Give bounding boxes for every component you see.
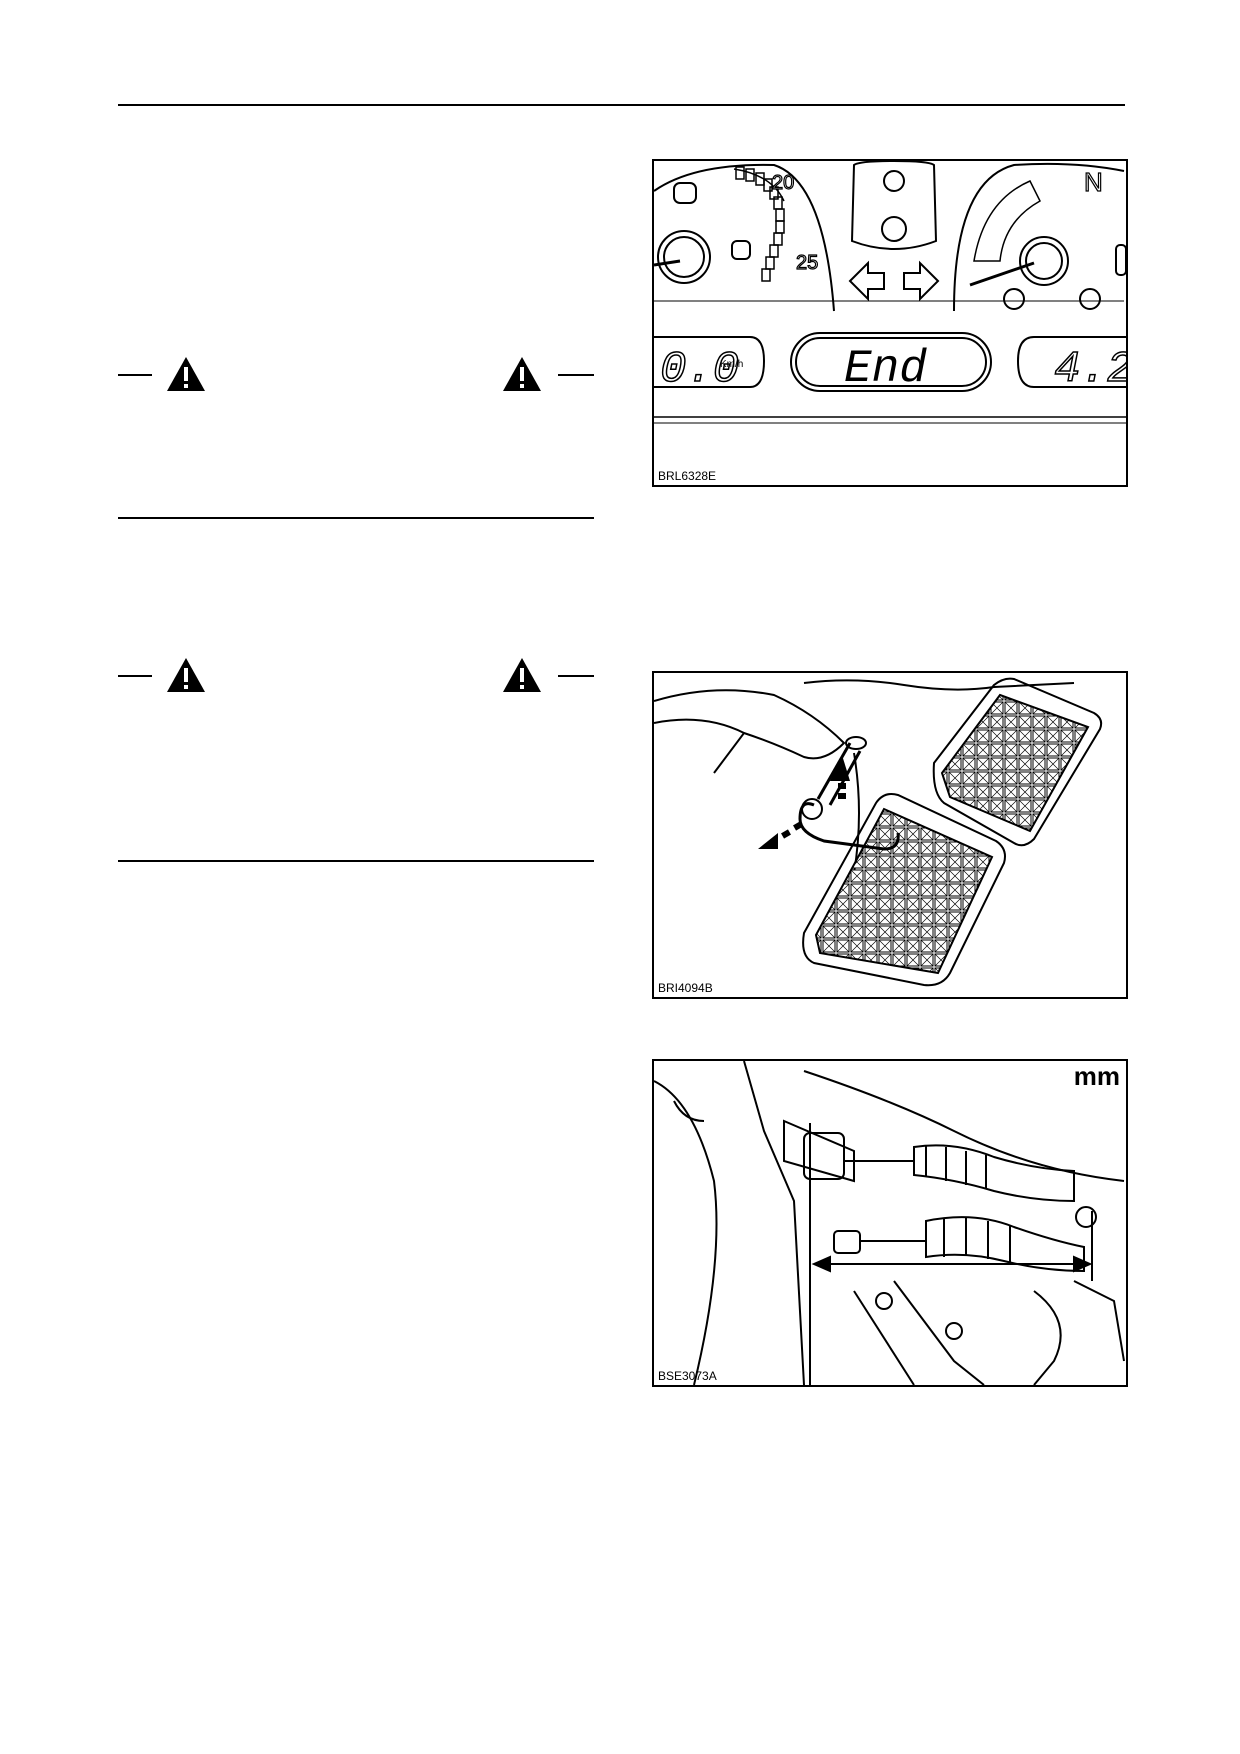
clutch-illustration <box>654 1061 1125 1385</box>
warning-dash <box>558 374 594 376</box>
warning-header-1 <box>118 356 594 392</box>
pedals-figure: BRI4094B <box>652 671 1128 999</box>
gauge-label-20: 20 <box>772 172 794 194</box>
center-display: End <box>844 343 927 395</box>
gear-indicator: N <box>1084 167 1103 197</box>
section-rule <box>118 517 594 519</box>
clutch-figure: mm BSE3073A <box>652 1059 1128 1387</box>
unit-label: mm <box>1073 1061 1120 1091</box>
header-rule <box>118 104 1125 106</box>
warning-dash <box>118 675 152 677</box>
warning-triangle-icon <box>167 357 205 391</box>
section-rule <box>118 860 594 862</box>
dashboard-figure: 20 25 N 0.0 Km/h End 4.2 BRL6328E <box>652 159 1128 487</box>
warning-header-2 <box>118 657 594 693</box>
pedals-illustration <box>654 677 1103 987</box>
warning-dash <box>558 675 594 677</box>
right-display: 4.2 <box>1054 345 1126 395</box>
warning-triangle-icon <box>503 357 541 391</box>
figure-caption: BRI4094B <box>658 981 713 995</box>
speed-display: 0.0 <box>660 345 739 395</box>
warning-triangle-icon <box>503 658 541 692</box>
warning-triangle-icon <box>167 658 205 692</box>
dashboard-illustration: 20 25 N 0.0 Km/h End 4.2 <box>654 161 1126 424</box>
speed-unit: Km/h <box>720 359 743 370</box>
figure-caption: BSE3073A <box>658 1369 717 1383</box>
warning-dash <box>118 374 152 376</box>
figure-caption: BRL6328E <box>658 469 717 483</box>
gauge-label-25: 25 <box>796 252 818 274</box>
